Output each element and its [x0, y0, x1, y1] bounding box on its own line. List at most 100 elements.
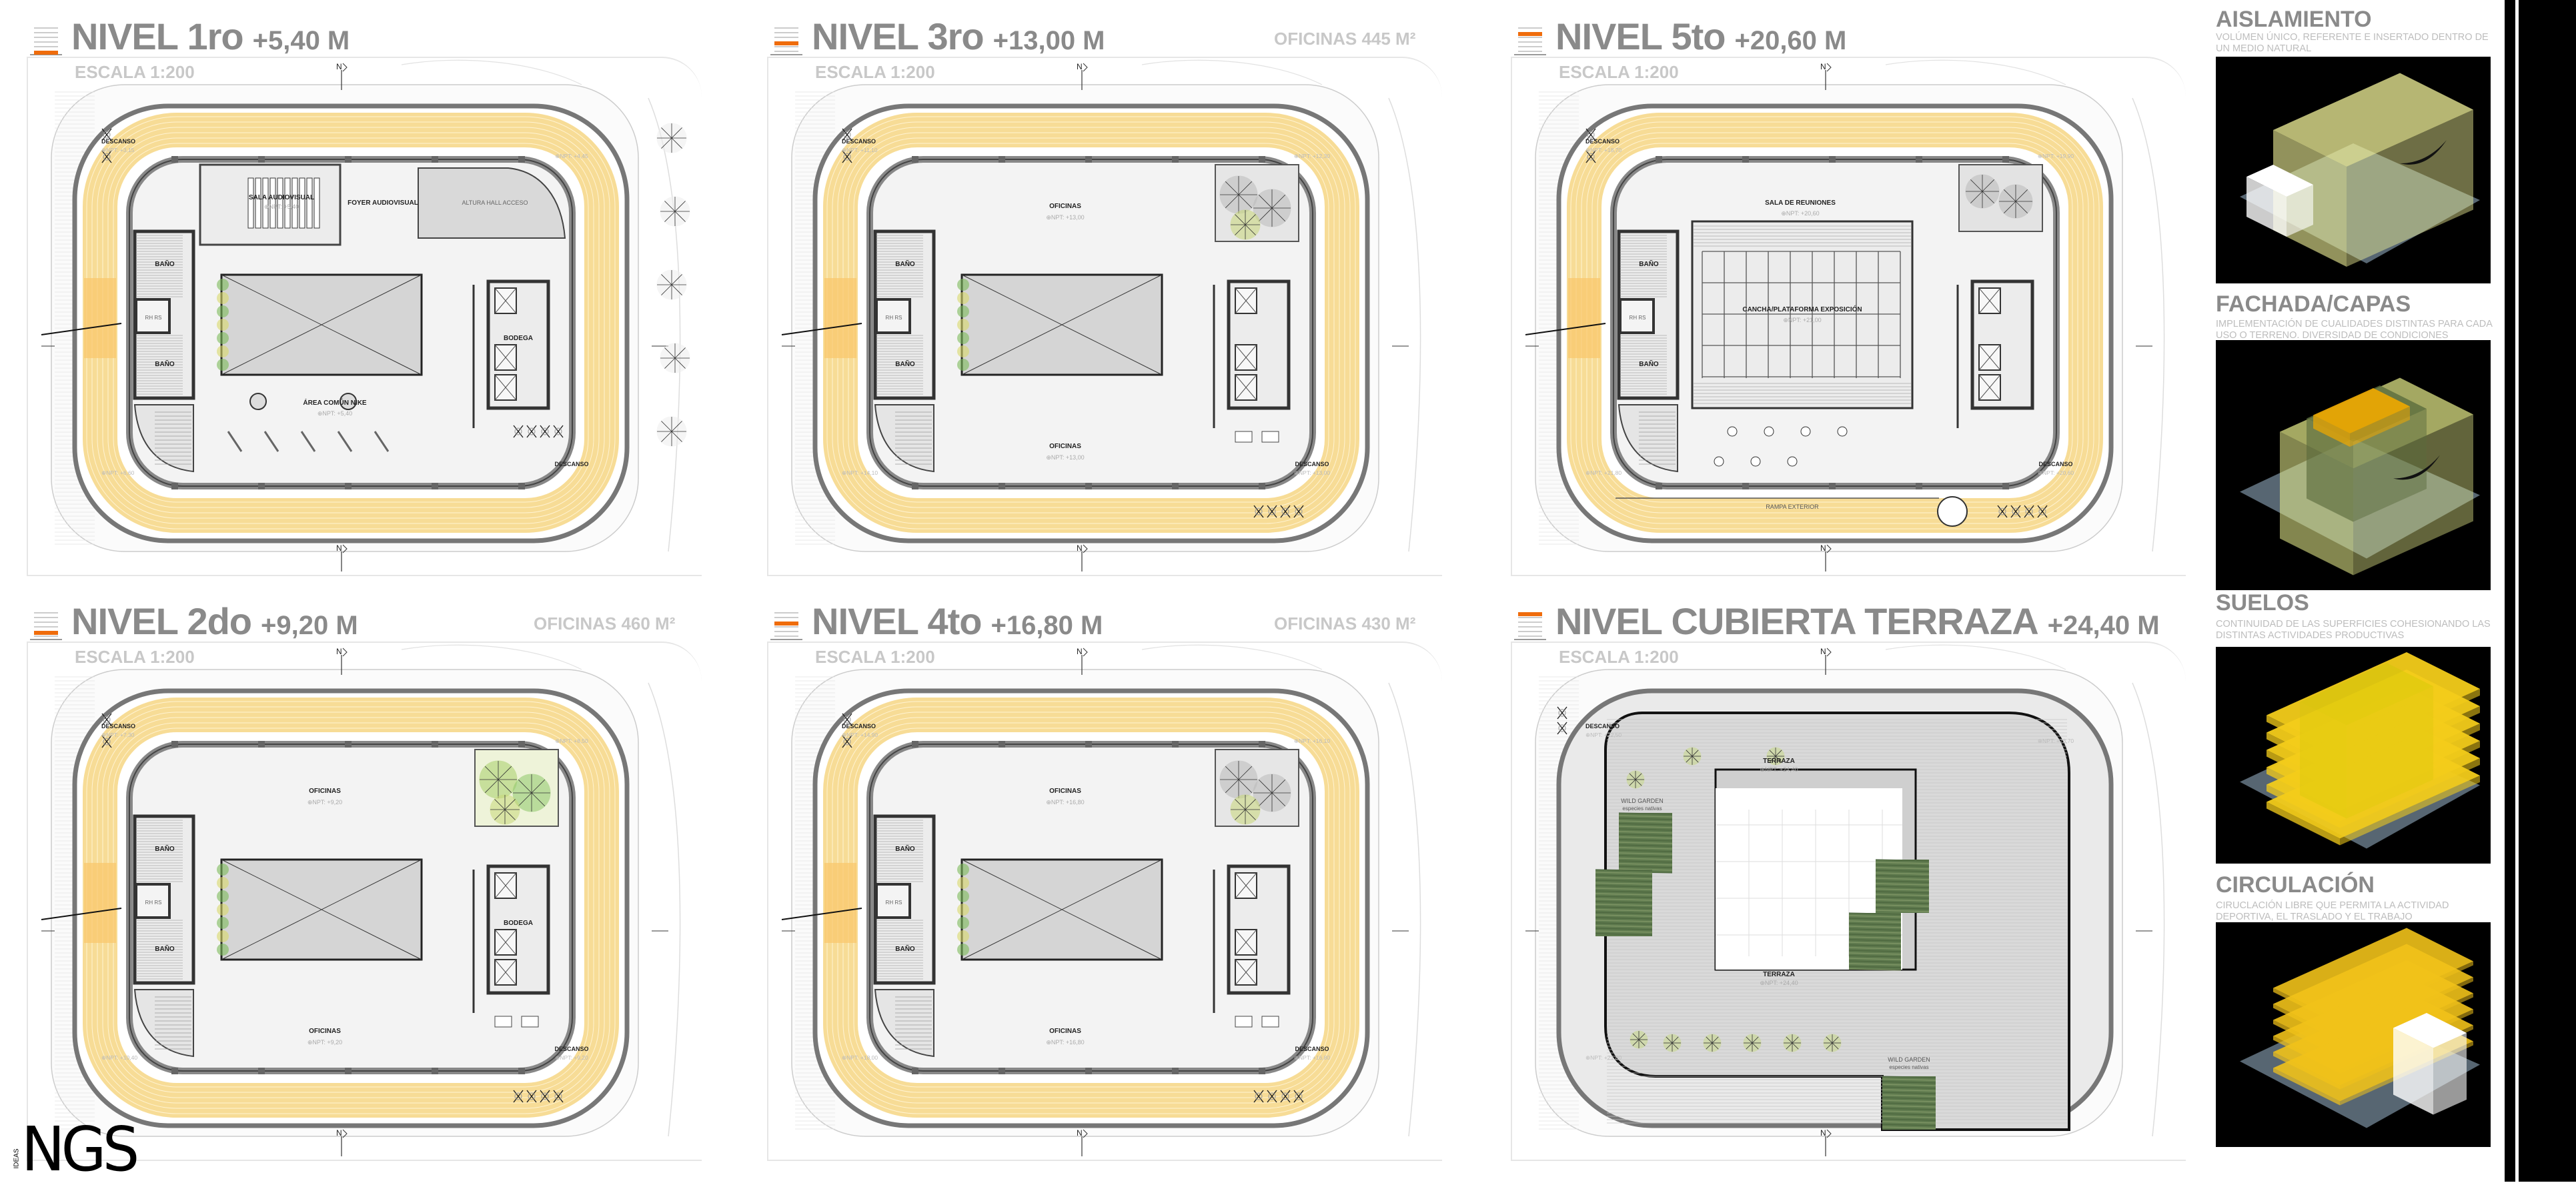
concept-title: SUELOS — [2216, 590, 2309, 616]
column — [345, 483, 352, 489]
column — [345, 741, 352, 748]
concept-description: VOLÚMEN ÚNICO, REFERENTE E INSERTADO DEN… — [2216, 32, 2489, 54]
column — [1172, 1068, 1179, 1074]
column — [432, 1068, 438, 1074]
wild-garden-sub: especies nativas — [1622, 806, 1662, 812]
concept-title: FACHADA/CAPAS — [2216, 291, 2411, 317]
level-npt: ⊕NPT: +21,80 — [1585, 1054, 1622, 1061]
room-npt: ⊕NPT: +20,60 — [1781, 210, 1819, 217]
rh-rs-label: RH RS — [886, 900, 902, 906]
column — [2002, 156, 2009, 163]
scale-label: ESCALA 1:200 — [75, 62, 195, 82]
plan-title: NIVEL 4to — [812, 600, 982, 642]
room-label-bodega: BODEGA — [504, 920, 533, 927]
north-arrow-icon: N — [336, 543, 348, 571]
column — [171, 1068, 178, 1074]
north-arrow-icon: N — [336, 62, 348, 90]
bike-rack-icon — [101, 150, 112, 163]
tree-icon — [1253, 189, 1291, 227]
room-npt: ⊕NPT: +13,00 — [1046, 454, 1084, 461]
scale-label: ESCALA 1:200 — [815, 647, 935, 667]
column — [912, 483, 918, 489]
north-label: N — [1077, 62, 1083, 71]
descanso-label: DESCANSO — [1295, 461, 1329, 467]
bike-rack-icon — [1557, 706, 1567, 720]
level-indicator-icon — [1514, 25, 1546, 55]
descanso-npt: ⊕NPT: +18,70 — [1585, 147, 1622, 153]
column — [518, 741, 525, 748]
stair — [874, 404, 934, 473]
access-hall — [418, 167, 566, 239]
north-arrow-icon: N — [1820, 62, 1832, 90]
seat-row — [313, 177, 320, 229]
plan-level: +13,00 M — [993, 26, 1105, 55]
bike-rack-icon — [540, 1090, 550, 1103]
revolving-door-icon — [1937, 496, 1968, 527]
descanso-npt: ⊕NPT: +7,30 — [101, 732, 135, 738]
bike-rack-icon — [513, 1090, 524, 1103]
seat-row — [306, 177, 313, 229]
plan-header: NIVEL CUBIERTA TERRAZA+24,40 M — [1514, 603, 2160, 640]
table-icon — [1750, 456, 1761, 467]
tree-icon — [656, 269, 687, 300]
level-npt: ⊕NPT: +6,60 — [101, 469, 135, 476]
bike-rack-icon — [1585, 128, 1596, 141]
bike-rack-icon — [1267, 1090, 1277, 1103]
tree-icon — [660, 343, 690, 373]
descanso-npt: ⊕NPT: +3,15 — [101, 147, 135, 153]
plan-level: +16,80 M — [991, 611, 1103, 640]
descanso-npt: ⊕NPT: +14,90 — [842, 732, 878, 738]
north-label: N — [1820, 62, 1826, 71]
descanso-npt: ⊕NPT: +11,10 — [842, 147, 878, 153]
column — [345, 1068, 352, 1074]
bike-rack-icon — [553, 1090, 564, 1103]
column — [258, 741, 265, 748]
room-label-cancha: CANCHA/PLATAFORMA EXPOSICIÓN — [1742, 305, 1862, 313]
tree-icon — [479, 760, 518, 799]
column — [1656, 483, 1662, 489]
rh-rs-label: RH RS — [886, 315, 902, 321]
column — [1085, 1068, 1092, 1074]
tree-icon — [1998, 184, 2033, 219]
level-indicator-icon — [30, 25, 62, 55]
north-arrow-icon: N — [1077, 1128, 1088, 1156]
column — [518, 483, 525, 489]
column — [912, 741, 918, 748]
level-indicator-icon — [30, 610, 62, 640]
rh-rs-label: RH RS — [145, 900, 162, 906]
plan-area: OFICINAS 430 M² — [1274, 614, 1416, 634]
tree-icon — [1965, 174, 2000, 209]
stair — [133, 989, 194, 1058]
concept-render — [2216, 922, 2491, 1147]
scale-label: ESCALA 1:200 — [815, 62, 935, 82]
north-label: N — [1820, 647, 1826, 656]
table-icon — [1787, 456, 1798, 467]
north-arrow-icon: N — [1077, 62, 1088, 90]
render-image — [2240, 73, 2480, 267]
column — [1172, 483, 1179, 489]
bathroom-label: BAÑO — [155, 844, 175, 853]
column — [345, 156, 352, 163]
bathroom-label: BAÑO — [155, 944, 175, 953]
bathroom-label: BAÑO — [895, 259, 915, 268]
descanso-npt: ⊕NPT: +13,00 — [1294, 469, 1330, 476]
plan-header: NIVEL 2do+9,20 M — [30, 603, 358, 640]
bike-rack-icon — [101, 735, 112, 748]
level-npt: ⊕NPT: +12,30 — [1294, 153, 1330, 159]
level-npt: ⊕NPT: +18,00 — [842, 1054, 878, 1061]
room-label-oficinas: OFICINAS — [1049, 203, 1081, 210]
tree-icon — [1743, 1034, 1762, 1052]
column — [1259, 483, 1265, 489]
bathroom-label: BAÑO — [895, 844, 915, 853]
level-npt: ⊕NPT: +16,10 — [1294, 738, 1330, 744]
logo-text: NGS — [21, 1114, 139, 1185]
north-arrow-icon: N — [336, 1128, 348, 1156]
tree-icon — [1219, 175, 1258, 214]
room-npt: ⊕NPT: +9,20 — [307, 799, 342, 806]
level-npt: ⊕NPT: +8,50 — [555, 738, 588, 744]
